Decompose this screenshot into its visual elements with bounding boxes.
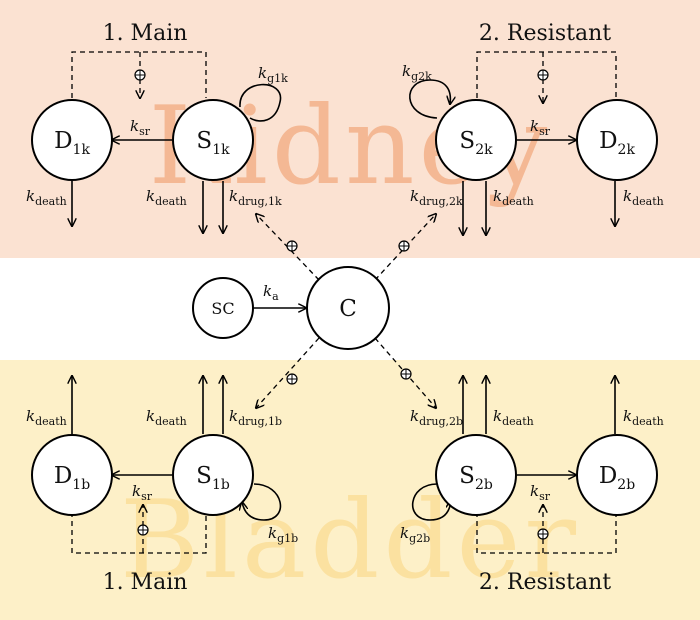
node-s1b: S1b <box>172 434 254 516</box>
rate-kdeath-d2k: kdeath <box>623 187 664 208</box>
self-loop-s1k <box>239 83 282 122</box>
rate-kdeath-s1b: kdeath <box>146 407 187 428</box>
rate-kg1k: kg1k <box>258 64 288 85</box>
rate-kdeath-s2k: kdeath <box>493 187 534 208</box>
self-loop-s2k <box>409 79 451 119</box>
svg-text:S1k: S1k <box>196 128 230 158</box>
rate-kdrug-1k: kdrug,1k <box>229 187 282 208</box>
bladder-main-label: 1. Main <box>103 570 188 595</box>
node-d2b: D2b <box>576 434 658 516</box>
svg-text:D1k: D1k <box>54 128 90 158</box>
plus-icon-cross <box>401 369 411 379</box>
plus-icon-cross <box>538 529 548 539</box>
svg-text:SC: SC <box>211 299 234 318</box>
rate-kg2k: kg2k <box>402 62 432 83</box>
plus-icon-cross <box>135 70 145 80</box>
rate-ksr-1k: ksr <box>130 117 151 138</box>
plus-icon-cross <box>538 70 548 80</box>
bladder-resistant-label: 2. Resistant <box>479 570 611 595</box>
kidney-main-label: 1. Main <box>103 21 188 46</box>
node-d1k: D1k <box>31 99 113 181</box>
svg-text:C: C <box>339 296 357 322</box>
rate-kdeath-s2b: kdeath <box>493 407 534 428</box>
rate-ksr-1b: ksr <box>132 482 153 503</box>
plus-icon-cross <box>138 525 148 535</box>
rate-ksr-2k: ksr <box>530 117 551 138</box>
node-c: C <box>306 266 390 350</box>
node-d1b: D1b <box>31 434 113 516</box>
kidney-resistant-label: 2. Resistant <box>479 21 611 46</box>
rate-kdeath-s1k: kdeath <box>146 187 187 208</box>
node-s2b: S2b <box>435 434 517 516</box>
kidney-resistant-feedback-frame <box>476 51 617 98</box>
node-sc: SC <box>192 277 254 339</box>
plus-icon-cross <box>287 374 297 384</box>
svg-text:S2b: S2b <box>459 463 493 493</box>
drug-action-c-to-s1b <box>256 337 320 408</box>
svg-text:D2b: D2b <box>599 463 635 493</box>
rate-kdrug-1b: kdrug,1b <box>229 407 282 428</box>
node-s1k: S1k <box>172 99 254 181</box>
self-loop-s1b <box>242 483 282 521</box>
svg-text:D1b: D1b <box>54 463 90 493</box>
svg-text:S2k: S2k <box>459 128 493 158</box>
svg-text:S1b: S1b <box>196 463 230 493</box>
node-s2k: S2k <box>435 99 517 181</box>
rate-ka: ka <box>263 282 279 303</box>
plus-icon-cross <box>399 241 409 251</box>
rate-kdeath-d1b: kdeath <box>26 407 67 428</box>
rate-ksr-2b: ksr <box>530 482 551 503</box>
bladder-resistant-feedback-frame <box>476 503 617 554</box>
rate-kg1b: kg1b <box>268 524 298 545</box>
bladder-main-feedback-frame <box>71 503 207 554</box>
rate-kdrug-2b: kdrug,2b <box>410 407 463 428</box>
rate-kdeath-d2b: kdeath <box>623 407 664 428</box>
drug-action-c-to-s2k <box>374 214 436 281</box>
plus-icon-cross <box>287 241 297 251</box>
kidney-main-feedback-frame <box>71 51 207 98</box>
self-loop-s2b <box>412 483 451 521</box>
node-d2k: D2k <box>576 99 658 181</box>
rate-kdeath-d1k: kdeath <box>26 187 67 208</box>
svg-text:D2k: D2k <box>599 128 635 158</box>
rate-kg2b: kg2b <box>400 524 430 545</box>
rate-kdrug-2k: kdrug,2k <box>410 187 463 208</box>
